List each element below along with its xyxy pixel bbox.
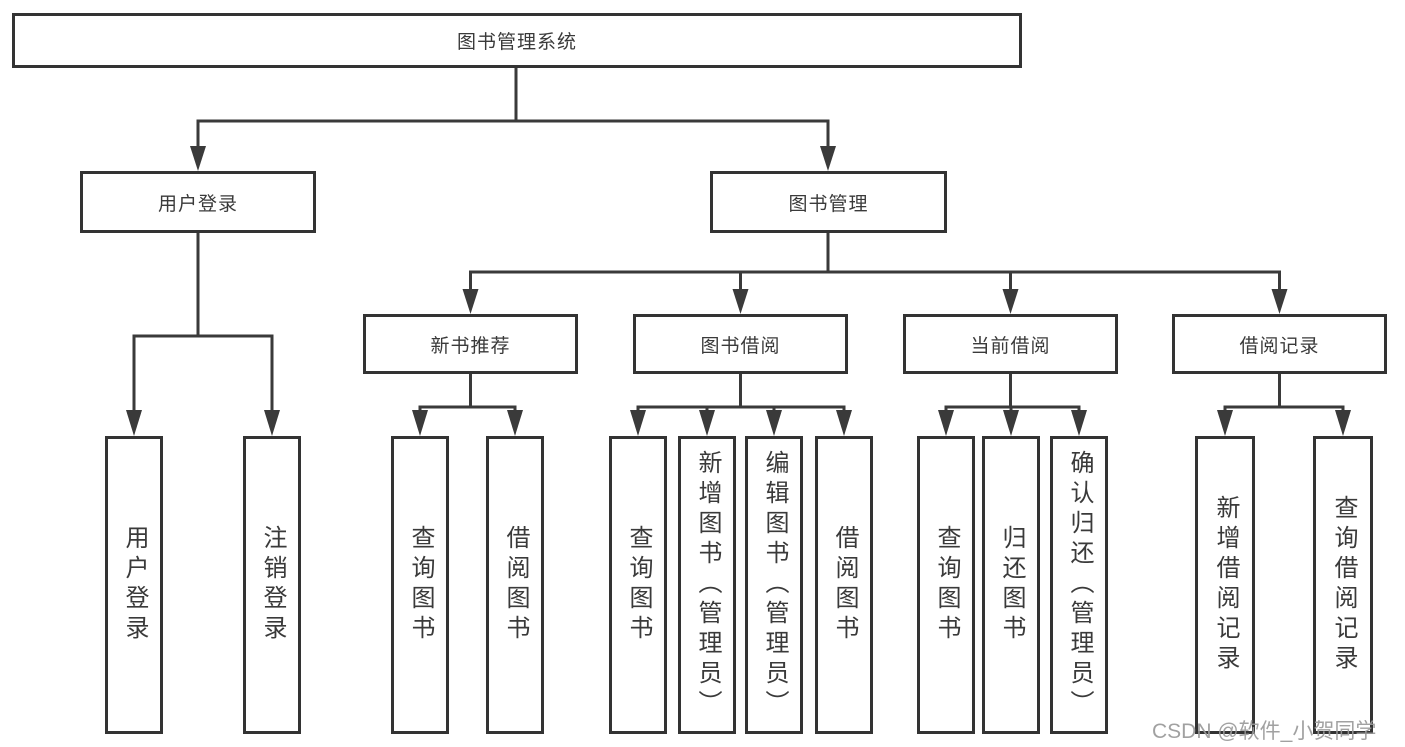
connector-book-mgmt-to-level3	[462, 231, 1288, 314]
arrowhead	[699, 410, 715, 436]
arrowhead	[1002, 289, 1019, 314]
arrowhead	[507, 410, 523, 436]
node-query-borrow-record: 查询借阅记录	[1313, 436, 1373, 734]
node-label: 确认归还（管理员）	[1066, 450, 1093, 720]
arrowhead	[264, 410, 280, 436]
node-label: 图书借阅	[700, 335, 781, 357]
node-query-books-borrow: 查询图书	[609, 436, 667, 734]
node-label: 用户登录	[157, 193, 238, 215]
arrowhead	[630, 410, 646, 436]
node-label: 新增借阅记录	[1212, 495, 1239, 675]
arrowhead	[938, 410, 954, 436]
node-confirm-return-admin: 确认归还（管理员）	[1050, 436, 1108, 734]
node-borrow-records: 借阅记录	[1172, 314, 1387, 374]
node-label: 图书管理	[788, 193, 869, 215]
node-label: 注销登录	[259, 525, 286, 645]
node-query-books-recommend: 查询图书	[391, 436, 449, 734]
arrowhead	[836, 410, 852, 436]
node-label: 查询图书	[933, 525, 960, 645]
arrowhead	[820, 146, 836, 171]
node-new-book-recommend: 新书推荐	[363, 314, 578, 374]
node-label: 编辑图书（管理员）	[761, 450, 788, 720]
node-book-borrow: 图书借阅	[633, 314, 848, 374]
connector-root-to-level2	[190, 66, 836, 171]
connector-borrow-record-to-leaves	[1217, 372, 1351, 436]
node-library-system: 图书管理系统	[12, 13, 1022, 68]
node-label: 当前借阅	[970, 335, 1051, 357]
arrowhead	[190, 146, 206, 171]
node-edit-book-admin: 编辑图书（管理员）	[745, 436, 803, 734]
node-label: 归还图书	[998, 525, 1025, 645]
node-label: 借阅记录	[1239, 335, 1320, 357]
node-return-books: 归还图书	[982, 436, 1040, 734]
connector-current-borrow-to-leaves	[938, 372, 1087, 436]
node-query-books-current: 查询图书	[917, 436, 975, 734]
node-user-login-leaf: 用户登录	[105, 436, 163, 734]
arrowhead	[732, 289, 749, 314]
connector-new-book-to-leaves	[412, 372, 523, 436]
node-add-borrow-record: 新增借阅记录	[1195, 436, 1255, 734]
connector-book-borrow-to-leaves	[630, 372, 852, 436]
node-label: 借阅图书	[831, 525, 858, 645]
node-user-login-branch: 用户登录	[80, 171, 316, 233]
node-label: 用户登录	[121, 525, 148, 645]
node-add-book-admin: 新增图书（管理员）	[678, 436, 736, 734]
arrowhead	[1003, 410, 1019, 436]
node-label: 新增图书（管理员）	[694, 450, 721, 720]
node-label: 查询图书	[407, 525, 434, 645]
node-logout-leaf: 注销登录	[243, 436, 301, 734]
arrowhead	[1271, 289, 1288, 314]
node-borrow-books-recommend: 借阅图书	[486, 436, 544, 734]
csdn-watermark: CSDN @软件_小贺同学	[1152, 720, 1377, 743]
node-label: 借阅图书	[502, 525, 529, 645]
arrowhead	[766, 410, 782, 436]
node-label: 图书管理系统	[456, 32, 577, 53]
node-label: 查询借阅记录	[1330, 495, 1357, 675]
node-book-management-branch: 图书管理	[710, 171, 947, 233]
arrowhead	[412, 410, 428, 436]
connector-user-login-to-leaves	[126, 231, 280, 436]
arrowhead	[126, 410, 142, 436]
arrowhead	[462, 289, 479, 314]
node-current-borrow: 当前借阅	[903, 314, 1118, 374]
arrowhead	[1217, 410, 1233, 436]
arrowhead	[1071, 410, 1087, 436]
node-label: 新书推荐	[430, 335, 511, 357]
arrowhead	[1335, 410, 1351, 436]
node-borrow-books-leaf: 借阅图书	[815, 436, 873, 734]
node-label: 查询图书	[625, 525, 652, 645]
